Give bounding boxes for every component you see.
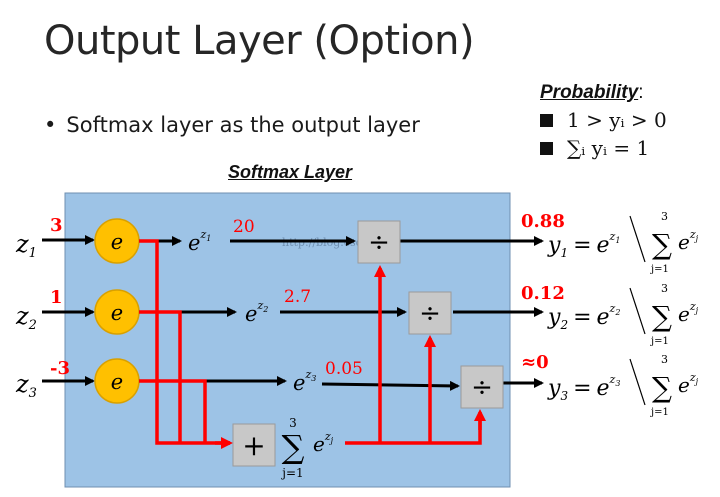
svg-text:∑: ∑: [652, 228, 672, 261]
svg-text:j=1: j=1: [650, 407, 669, 418]
exp-value-2: 2.7: [284, 287, 311, 307]
input-value-3: -3: [50, 358, 70, 379]
output-value-1: 0.88: [521, 211, 565, 232]
bullet-dot-icon: •: [44, 113, 57, 137]
svg-text:÷: ÷: [368, 228, 390, 258]
output-value-2: 0.12: [521, 283, 565, 304]
input-z3: z3: [15, 370, 37, 401]
svg-text:e: e: [111, 230, 123, 254]
svg-text:÷: ÷: [419, 299, 441, 329]
svg-text:∑: ∑: [652, 300, 672, 333]
square-bullet-icon: [540, 141, 553, 155]
svg-text:3: 3: [661, 353, 668, 366]
svg-text:ezj: ezj: [678, 228, 699, 254]
condition-range: 1 > yᵢ > 0: [567, 108, 667, 132]
exp-node-1: e: [94, 218, 140, 264]
exp-node-3: e: [94, 358, 140, 404]
svg-text:ezj: ezj: [678, 371, 699, 397]
svg-text:j=1: j=1: [650, 264, 669, 275]
output-formula-2: y2=ez2 3 ∑ j=1 ezj: [547, 282, 699, 347]
square-bullet-icon: [540, 113, 553, 127]
exp-value-1: 20: [233, 217, 255, 237]
input-z2: z2: [15, 302, 37, 333]
divide-gate-3: ÷: [460, 365, 504, 409]
svg-text:e: e: [111, 301, 123, 325]
input-value-1: 3: [50, 215, 63, 236]
red-sum-connections: [139, 239, 230, 445]
sum-gate: +: [232, 423, 276, 467]
svg-text:j=1: j=1: [280, 466, 303, 480]
svg-text:e: e: [111, 370, 123, 394]
divide-gate-1: ÷: [357, 220, 401, 264]
sum-expression: 3 ∑ j=1 ezj: [280, 416, 333, 480]
svg-text:∑: ∑: [282, 428, 305, 466]
probability-condition-1: 1 > yᵢ > 0: [540, 108, 667, 132]
exp-term-2: ez2: [245, 299, 268, 326]
svg-text:+: +: [242, 429, 265, 462]
output-formula-1: y1=ez1 3 ∑ j=1 ezj: [547, 210, 699, 275]
svg-text:3: 3: [661, 210, 668, 223]
to-divide-arrow-3: [321, 380, 460, 391]
probability-condition-2: ∑ᵢ yᵢ = 1: [540, 136, 667, 160]
probability-box: Probability: 1 > yᵢ > 0 ∑ᵢ yᵢ = 1: [540, 82, 667, 160]
input-value-2: 1: [50, 287, 63, 308]
svg-text:3: 3: [289, 416, 297, 430]
exp-node-2: e: [94, 289, 140, 335]
bullet-text: Softmax layer as the output layer: [66, 113, 420, 137]
svg-text:ezj: ezj: [313, 430, 334, 456]
condition-sum: ∑ᵢ yᵢ = 1: [567, 136, 650, 160]
exp-term-3: ez3: [293, 368, 316, 395]
bullet-point: • Softmax layer as the output layer: [44, 113, 420, 137]
output-value-3: ≈0: [521, 352, 549, 373]
output-formula-3: y3=ez3 3 ∑ j=1 ezj: [547, 353, 699, 418]
probability-title: Probability: [540, 82, 639, 103]
svg-text:y1=ez1: y1=ez1: [547, 230, 620, 260]
probability-colon: :: [638, 82, 644, 103]
exp-term-1: ez1: [188, 228, 211, 255]
svg-text:ezj: ezj: [678, 300, 699, 326]
svg-text:÷: ÷: [471, 373, 493, 403]
svg-text:y3=ez3: y3=ez3: [547, 373, 620, 403]
softmax-layer-label: Softmax Layer: [228, 162, 353, 182]
divide-gate-2: ÷: [408, 291, 452, 335]
exp-value-3: 0.05: [325, 359, 363, 379]
svg-text:y2=ez2: y2=ez2: [547, 302, 620, 332]
svg-text:j=1: j=1: [650, 336, 669, 347]
svg-text:∑: ∑: [652, 371, 672, 404]
svg-text:3: 3: [661, 282, 668, 295]
slide-title: Output Layer (Option): [44, 18, 475, 64]
input-z1: z1: [15, 230, 37, 261]
